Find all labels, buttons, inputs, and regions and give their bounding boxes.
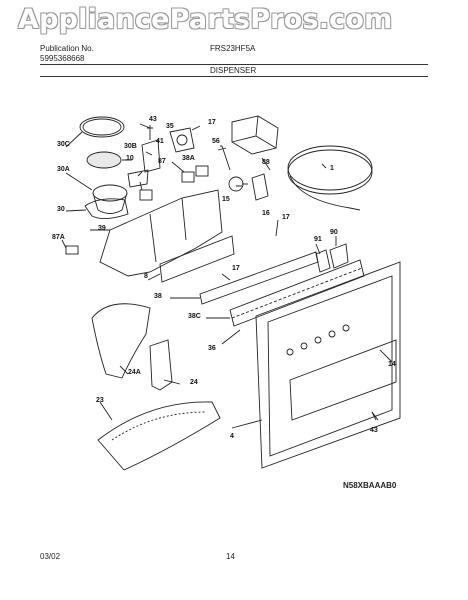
part-label: 1	[330, 165, 334, 172]
part-35-solenoid	[169, 127, 195, 153]
footer-date: 03/02	[40, 552, 61, 561]
part-number-labels: 43 17 35 56 41 30C 30B 10 87 38A 88 1 30A 15 16 30 39 17 8…	[52, 116, 396, 440]
publication-number: 5995368668	[40, 54, 85, 63]
part-label: 17	[282, 214, 290, 221]
part-56-screw	[217, 145, 231, 171]
model-number: FRS23HF5A	[210, 44, 256, 53]
part-label: 16	[262, 210, 270, 217]
part-41-bracket	[141, 139, 161, 173]
part-label: 43	[370, 427, 378, 434]
part-label: 35	[166, 123, 174, 130]
part-8-board	[159, 235, 235, 283]
part-label: 38C	[188, 313, 201, 320]
part-label: 30	[57, 206, 65, 213]
part-label: 38A	[182, 155, 195, 162]
part-label: 14	[388, 361, 396, 368]
part-label: 30B	[124, 143, 137, 150]
part-88-box	[231, 115, 279, 155]
part-label: 38	[154, 293, 162, 300]
part-24A-funnel	[91, 303, 151, 379]
part-label: 43	[149, 116, 157, 123]
part-39-housing	[99, 189, 223, 277]
part-label: 8	[144, 273, 148, 280]
part-label: 24	[190, 379, 198, 386]
part-38-board	[199, 251, 319, 305]
part-label: 88	[262, 159, 270, 166]
part-30C-ring	[79, 116, 125, 138]
diagram-code: N58XBAAAB0	[343, 481, 397, 490]
part-1-tubing	[287, 145, 373, 191]
part-label: 10	[126, 155, 134, 162]
part-label: 36	[208, 345, 216, 352]
part-label: 41	[156, 138, 164, 145]
publication-label: Publication No.	[40, 44, 94, 53]
part-label: 17	[208, 119, 216, 126]
page-number: 14	[226, 552, 235, 561]
part-15-lamp	[228, 176, 244, 192]
part-30-flap	[84, 198, 129, 219]
part-38A-switch	[181, 171, 195, 183]
part-4-cover	[255, 261, 401, 469]
part-label: 17	[232, 265, 240, 272]
part-label: 4	[230, 433, 234, 440]
part-label: 15	[222, 196, 230, 203]
part-90-bracket	[329, 243, 349, 269]
part-label: 30C	[57, 141, 70, 148]
part-label: 39	[98, 225, 106, 232]
part-91-bracket	[315, 249, 331, 273]
part-label: 87A	[52, 234, 65, 241]
part-30B-disc	[86, 151, 122, 169]
header-rule-bottom	[40, 76, 428, 77]
part-label: 90	[330, 229, 338, 236]
watermark-logo: AppliancePartsPros.com	[18, 4, 393, 35]
part-label: 91	[314, 236, 322, 243]
part-87A-clip	[65, 245, 79, 255]
part-label: 56	[212, 138, 220, 145]
part-label: 23	[96, 397, 104, 404]
part-14-door	[289, 339, 397, 421]
part-23-tray	[97, 401, 221, 471]
part-10-lever	[127, 169, 149, 188]
part-label: 30A	[57, 166, 70, 173]
part-16-socket	[251, 173, 269, 201]
part-label: 24A	[128, 369, 141, 376]
header-rule-top	[40, 64, 428, 65]
part-label: 87	[158, 158, 166, 165]
section-title: DISPENSER	[210, 66, 257, 75]
part-87-clip	[139, 189, 153, 201]
part-38C-panel	[229, 259, 365, 327]
part-24-paddle	[149, 339, 173, 391]
